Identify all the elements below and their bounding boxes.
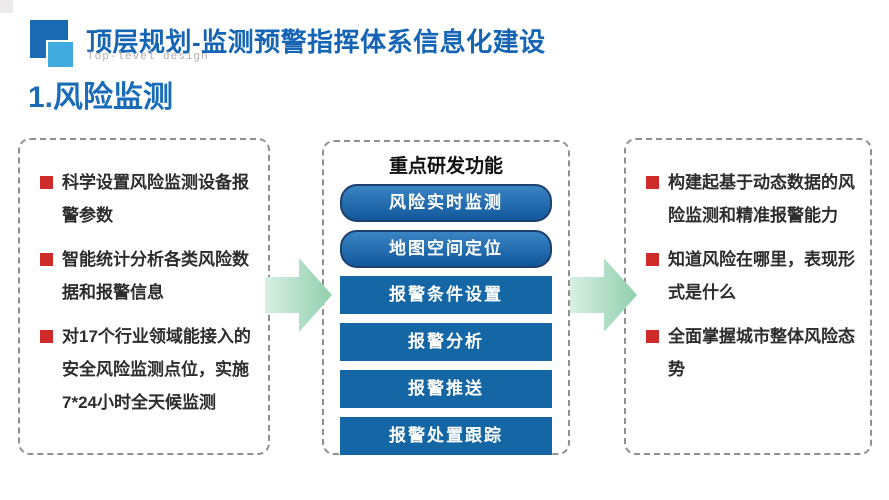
bullet-text: 构建起基于动态数据的风险监测和精准报警能力 [668,173,855,225]
feature-button-alarm-analysis: 报警分析 [340,323,552,361]
bullet-square-icon [40,330,53,343]
bullet-item: 全面掌握城市整体风险态势 [646,320,856,386]
bullet-square-icon [40,253,53,266]
bullet-square-icon [646,176,659,189]
feature-button-risk-realtime-monitoring: 风险实时监测 [340,184,552,222]
bullet-item: 对17个行业领域能接入的安全风险监测点位，实施7*24小时全天候监测 [40,320,254,419]
feature-button-alarm-disposal-tracking: 报警处置跟踪 [340,417,552,455]
bullet-square-icon [646,330,659,343]
bullet-text: 科学设置风险监测设备报警参数 [62,173,249,225]
feature-button-alarm-push: 报警推送 [340,370,552,408]
corner-decoration [0,0,13,13]
middle-panel-title: 重点研发功能 [388,156,503,177]
right-panel: 构建起基于动态数据的风险监测和精准报警能力 知道风险在哪里，表现形式是什么 全面… [624,138,872,455]
bullet-text: 知道风险在哪里，表现形式是什么 [668,250,855,302]
logo-light-square [46,40,75,69]
bullet-text: 全面掌握城市整体风险态势 [668,327,855,379]
bullet-square-icon [646,253,659,266]
left-panel: 科学设置风险监测设备报警参数 智能统计分析各类风险数据和报警信息 对17个行业领… [18,138,270,455]
bullet-text: 对17个行业领域能接入的安全风险监测点位，实施7*24小时全天候监测 [62,327,251,412]
feature-button-alarm-condition-setting: 报警条件设置 [340,276,552,314]
bullet-item: 智能统计分析各类风险数据和报警信息 [40,243,254,309]
slide-title: 顶层规划-监测预警指挥体系信息化建设 [86,27,546,57]
left-panel-bullets: 科学设置风险监测设备报警参数 智能统计分析各类风险数据和报警信息 对17个行业领… [20,140,268,419]
bullet-item: 科学设置风险监测设备报警参数 [40,166,254,232]
bullet-item: 知道风险在哪里，表现形式是什么 [646,243,856,309]
bullet-text: 智能统计分析各类风险数据和报警信息 [62,250,249,302]
bullet-square-icon [40,176,53,189]
section-heading: 1.风险监测 [28,81,174,114]
feature-button-map-spatial-positioning: 地图空间定位 [340,230,552,268]
slide-subtitle: Top-level design [87,51,209,63]
bullet-item: 构建起基于动态数据的风险监测和精准报警能力 [646,166,856,232]
arrow-right-icon [265,258,332,332]
feature-button-stack: 风险实时监测 地图空间定位 报警条件设置 报警分析 报警推送 报警处置跟踪 [324,184,568,464]
right-panel-bullets: 构建起基于动态数据的风险监测和精准报警能力 知道风险在哪里，表现形式是什么 全面… [626,140,870,386]
arrow-right-icon [570,258,637,332]
middle-panel: 重点研发功能 风险实时监测 地图空间定位 报警条件设置 报警分析 报警推送 报警… [322,140,570,455]
